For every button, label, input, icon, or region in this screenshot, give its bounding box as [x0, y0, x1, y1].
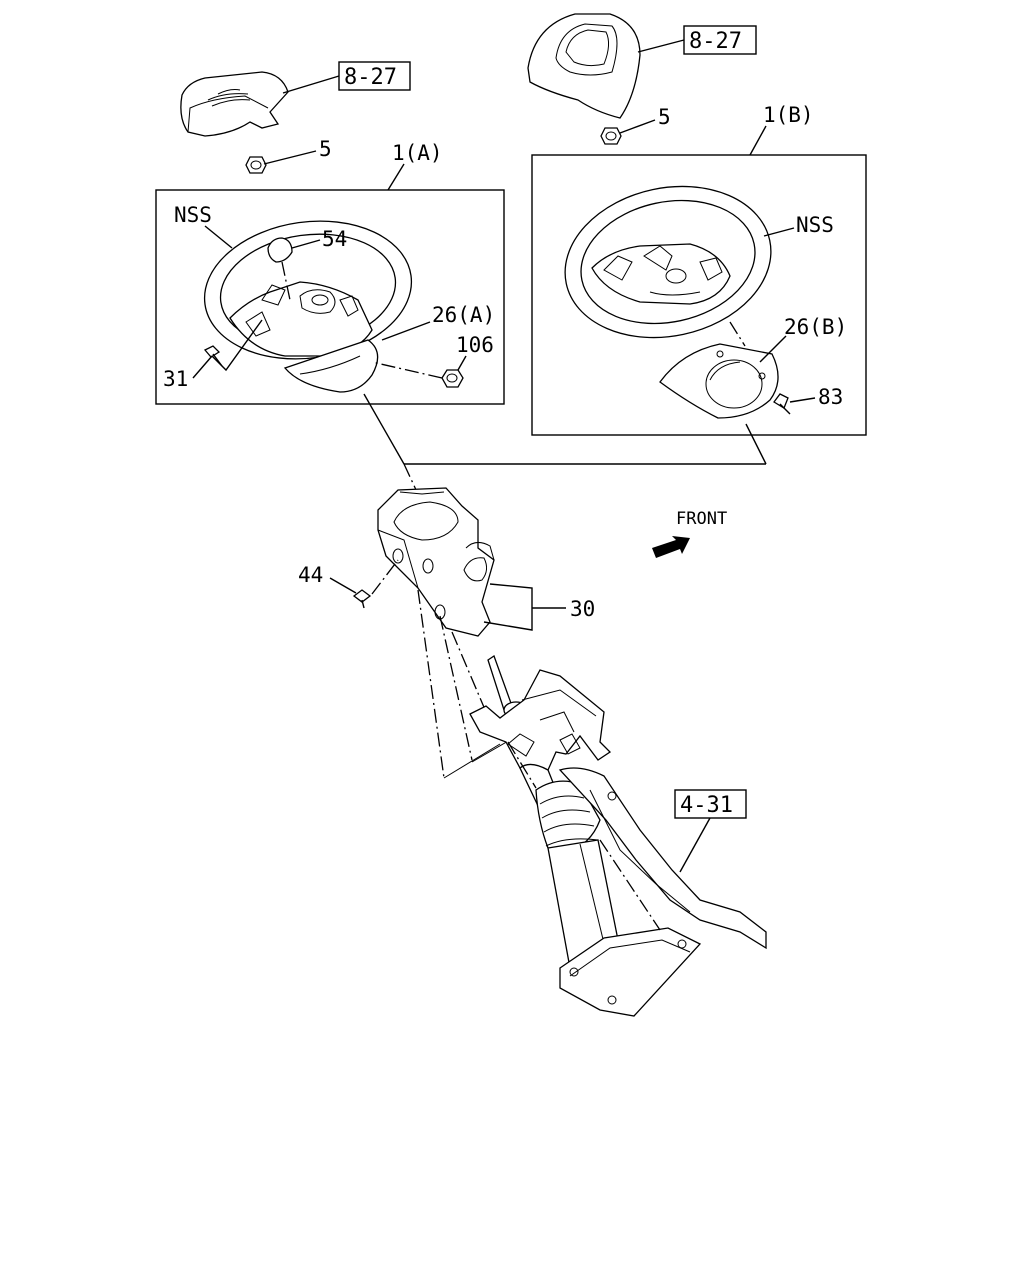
ref-box-column[interactable]: 4-31 [674, 789, 747, 819]
steering-column-assembly [469, 654, 767, 1017]
screw-83-icon [773, 393, 791, 415]
label-part-44: 44 [298, 563, 323, 587]
ref-label-pad-b: 8-27 [689, 29, 742, 54]
front-arrow-icon [652, 536, 690, 558]
label-front: FRONT [676, 509, 727, 529]
label-part-106: 106 [456, 333, 494, 357]
label-part-26b: 26(B) [784, 315, 847, 339]
label-nut-b: 5 [658, 105, 671, 129]
ref-box-pad-b[interactable]: 8-27 [683, 25, 757, 55]
ref-label-column: 4-31 [680, 793, 733, 818]
label-nss-a: NSS [174, 203, 212, 227]
steering-wheel-b [564, 185, 772, 339]
ref-label-pad-a: 8-27 [344, 65, 397, 90]
label-part-30: 30 [570, 597, 595, 621]
label-wheel-a: 1(A) [392, 141, 443, 165]
label-part-26a: 26(A) [432, 303, 495, 327]
group-box-wheel-b [531, 154, 867, 436]
label-nss-b: NSS [796, 213, 834, 237]
nut-a-icon [245, 156, 267, 174]
label-part-31: 31 [163, 367, 188, 391]
label-wheel-b: 1(B) [763, 103, 814, 127]
nut-b-icon [600, 127, 622, 145]
ref-box-pad-a[interactable]: 8-27 [338, 61, 411, 91]
column-cover-30 [377, 487, 495, 637]
steering-wheel-a [203, 220, 413, 393]
label-part-83: 83 [818, 385, 843, 409]
screw-44-icon [352, 589, 372, 609]
nut-106-icon [441, 369, 464, 388]
label-nut-a: 5 [319, 137, 332, 161]
label-part-54: 54 [322, 227, 347, 251]
horn-pad-b [527, 13, 641, 119]
horn-pad-a [180, 71, 289, 137]
group-box-wheel-a [155, 189, 505, 405]
lower-cover-26b [659, 343, 779, 419]
